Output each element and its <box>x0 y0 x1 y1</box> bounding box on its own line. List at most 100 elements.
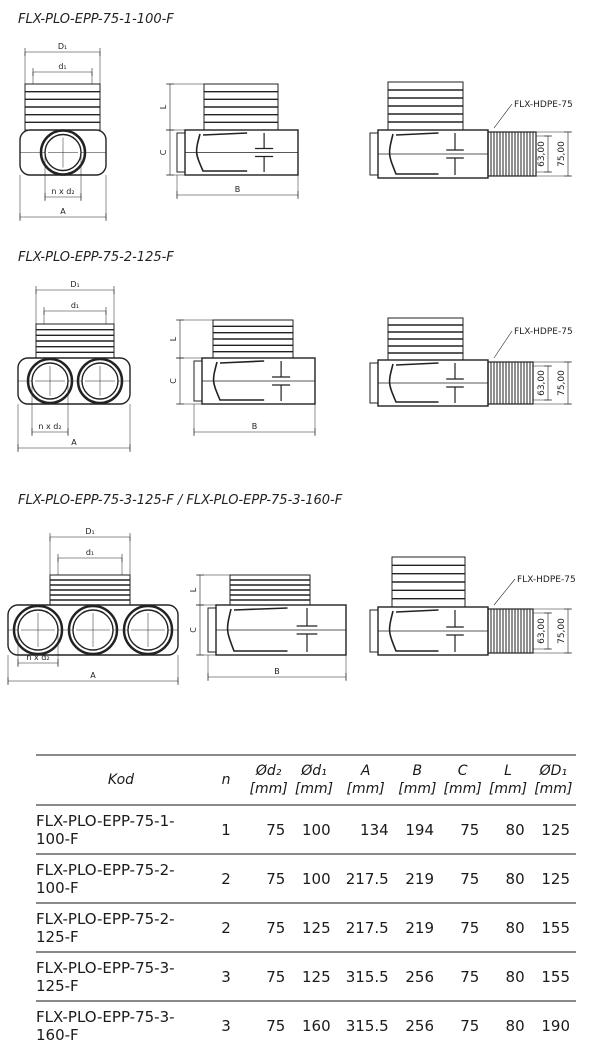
inlet-collar <box>369 132 379 176</box>
dimension-label: B <box>274 667 280 676</box>
cell-value: 80 <box>505 1017 525 1035</box>
inlet-collar <box>369 609 379 653</box>
leader-line <box>493 578 516 606</box>
chamber-contour <box>195 132 248 172</box>
header-c: C[mm] <box>443 763 482 797</box>
cell-value: 2 <box>221 919 231 937</box>
cell-value: 75 <box>266 968 286 986</box>
section-title-3: FLX-PLO-EPP-75-3-125-F / FLX-PLO-EPP-75-… <box>18 493 343 508</box>
cell-value: 75 <box>266 870 286 888</box>
cell-value: 75 <box>460 968 480 986</box>
outlet-ring <box>122 604 174 656</box>
cell-value: 80 <box>505 821 525 839</box>
cell-value: 256 <box>405 968 434 986</box>
chamber-contour <box>388 362 439 403</box>
dimension-label: d₁ <box>86 548 94 557</box>
header-d2: Ød₂[mm] <box>249 763 288 797</box>
cell-value: 80 <box>505 968 525 986</box>
cell-value: 217.5 <box>345 919 389 937</box>
technical-drawings: D₁ d₁ n x d₂ A L C B FLX-HDPE-75 63,00 75,00 D₁ d₁ n… <box>7 42 576 685</box>
cross-rib <box>446 363 464 403</box>
cell-value: 125 <box>301 968 331 986</box>
cell-value: 3 <box>221 968 231 986</box>
cross-rib <box>255 133 274 172</box>
section-title-2: FLX-PLO-EPP-75-2-125-F <box>18 250 174 265</box>
cell-value: 75 <box>266 821 286 839</box>
cell-value: 125 <box>301 919 331 937</box>
dimension-label: D₁ <box>85 527 94 536</box>
cell-value: 155 <box>541 968 570 986</box>
dimension-label: L <box>189 587 198 592</box>
dimension-label: A <box>71 438 77 447</box>
inlet-collar <box>369 362 379 404</box>
outlet-ring <box>76 357 124 405</box>
cell-code: FLX-PLO-EPP-75-3-160-F <box>36 1008 175 1044</box>
dimension-label: n x d₂ <box>51 187 74 196</box>
header-d1: Ød₁[mm] <box>294 763 334 797</box>
chamber-contour <box>388 132 439 175</box>
cell-value: 75 <box>460 821 480 839</box>
cell-value: 315.5 <box>345 1017 389 1035</box>
dimension-label: d₁ <box>58 62 66 71</box>
outlet-ring <box>12 604 64 656</box>
cell-value: 80 <box>505 870 525 888</box>
pipe-label: FLX-HDPE-75 <box>517 575 576 585</box>
pipe-label: FLX-HDPE-75 <box>514 327 573 337</box>
inlet-collar <box>193 360 203 402</box>
corrugated-pipe <box>487 608 534 654</box>
dimension-label: C <box>159 149 168 155</box>
cell-code: FLX-PLO-EPP-75-2-125-F <box>36 910 175 946</box>
header-n: n <box>221 772 231 788</box>
outlet-ring <box>39 129 87 176</box>
cell-value: 100 <box>301 870 331 888</box>
dimension-label: A <box>90 671 96 680</box>
dimension-label: C <box>169 378 178 384</box>
cell-value: 2 <box>221 870 231 888</box>
dimension-label: d₁ <box>71 301 79 310</box>
cell-code: FLX-PLO-EPP-75-1-100-F <box>36 812 175 848</box>
cross-rib <box>446 610 464 652</box>
dimension-label: n x d₂ <box>26 653 49 662</box>
dimension-label: 75,00 <box>557 618 567 644</box>
leader-line <box>493 330 513 359</box>
chamber-contour <box>388 609 439 652</box>
dimension-label: L <box>159 104 168 109</box>
cell-value: 194 <box>405 821 434 839</box>
dimension-label: B <box>252 422 258 431</box>
cross-rib <box>446 133 464 175</box>
leader-line <box>493 103 513 129</box>
table-header-row: Kod n Ød₂[mm] Ød₁[mm] A[mm] B[mm] C[mm] … <box>36 755 576 805</box>
header-kod: Kod <box>107 772 135 788</box>
cell-value: 75 <box>266 1017 286 1035</box>
cell-value: 125 <box>541 821 570 839</box>
cell-value: 3 <box>221 1017 231 1035</box>
chamber-contour <box>212 360 265 401</box>
cell-value: 219 <box>405 870 434 888</box>
dimension-label: 63,00 <box>537 618 547 644</box>
cell-value: 75 <box>460 870 480 888</box>
chamber-contour <box>226 607 288 652</box>
header-l: L[mm] <box>488 763 528 797</box>
cell-value: 134 <box>360 821 389 839</box>
cell-value: 256 <box>405 1017 434 1035</box>
header-a: A[mm] <box>346 763 385 797</box>
cross-rib <box>296 608 318 652</box>
inlet-collar <box>176 132 186 173</box>
outlet-ring <box>26 357 74 405</box>
dimension-label: C <box>189 627 198 633</box>
section-title-1: FLX-PLO-EPP-75-1-100-F <box>18 12 174 27</box>
cell-value: 315.5 <box>345 968 389 986</box>
cell-value: 80 <box>505 919 525 937</box>
cell-value: 155 <box>541 919 570 937</box>
dimension-label: B <box>235 185 241 194</box>
dimension-label: D₁ <box>70 280 79 289</box>
header-D1: ØD₁[mm] <box>534 763 573 797</box>
header-b: B[mm] <box>398 763 437 797</box>
cell-value: 75 <box>266 919 286 937</box>
cell-value: 1 <box>221 821 231 839</box>
